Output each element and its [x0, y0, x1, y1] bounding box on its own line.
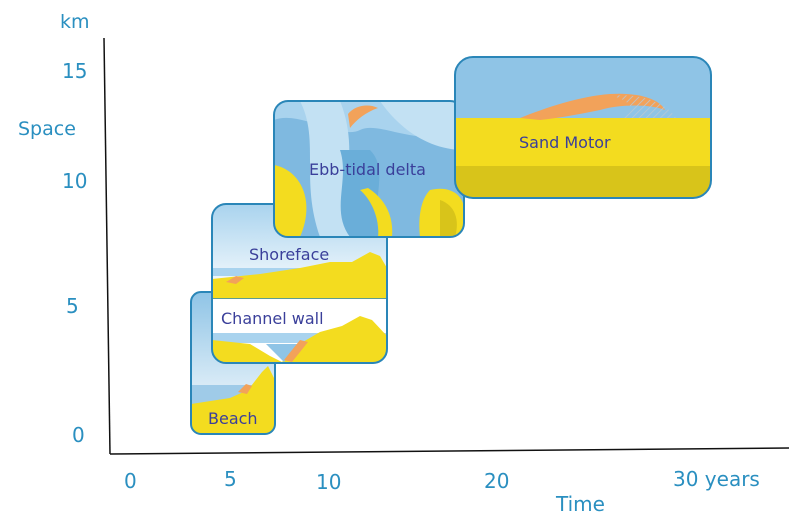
panel-label-ebb-tidal-delta: Ebb-tidal delta: [309, 160, 426, 179]
x-tick-20: 20: [484, 469, 509, 493]
x-axis-label: Time: [555, 492, 605, 516]
y-tick-10: 10: [62, 169, 87, 193]
axes: km Space 15 10 5 0 0 5 10 20 30 years Ti…: [18, 11, 789, 516]
panel-label-shoreface: Shoreface: [249, 245, 329, 264]
y-tick-15: 15: [62, 59, 87, 83]
x-tick-30-years: 30 years: [673, 467, 760, 491]
y-tick-5: 5: [66, 294, 79, 318]
y-axis-unit: km: [60, 11, 90, 33]
y-axis-line: [103, 37, 111, 455]
panel-label-channel-wall: Channel wall: [221, 309, 324, 328]
panel-ebb-tidal-delta: Ebb-tidal delta: [273, 100, 465, 238]
panel-sand-motor: Sand Motor: [454, 56, 712, 199]
y-tick-0: 0: [72, 423, 85, 447]
y-axis-label: Space: [18, 118, 76, 140]
x-axis-line: [109, 447, 789, 455]
x-tick-0: 0: [124, 469, 137, 493]
x-tick-10: 10: [316, 470, 341, 494]
x-tick-5: 5: [224, 467, 237, 491]
panel-label-beach: Beach: [208, 409, 258, 428]
panel-label-sand-motor: Sand Motor: [519, 133, 611, 152]
